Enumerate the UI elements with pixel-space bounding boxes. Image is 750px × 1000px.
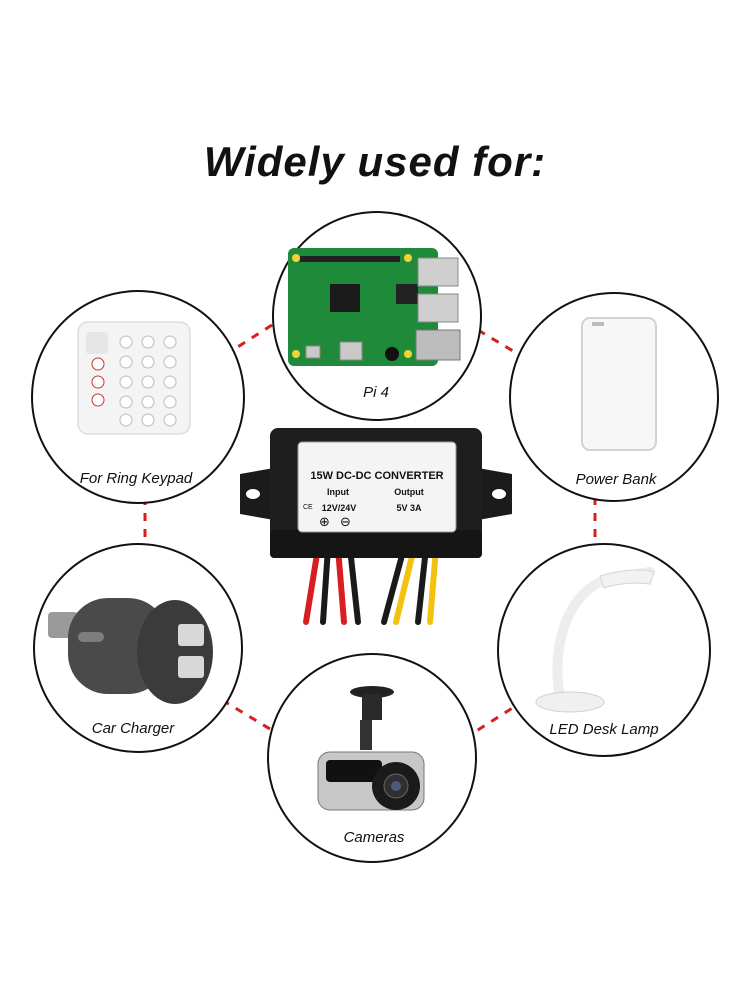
dash-camera-icon — [317, 686, 425, 811]
keypad-icon — [77, 321, 191, 435]
converter-input-value: 12V/24V — [321, 503, 357, 513]
headline: Widely used for: — [203, 138, 547, 185]
power-bank-icon — [581, 317, 657, 451]
caption-power-bank: Power Bank — [575, 471, 657, 488]
caption-car-charger: Car Charger — [91, 720, 175, 737]
minus-terminal-icon: ⊖ — [340, 514, 351, 529]
converter-body — [240, 428, 512, 558]
converter-title: 15W DC-DC CONVERTER — [310, 470, 444, 482]
caption-ring-keypad: For Ring Keypad — [79, 470, 193, 487]
caption-pi4: Pi 4 — [363, 384, 389, 401]
converter-output-value: 5V 3A — [396, 503, 422, 513]
raspberry-pi-board-icon — [288, 248, 461, 366]
converter-output-label: Output — [394, 487, 424, 497]
converter-wires — [303, 545, 439, 625]
caption-cameras: Cameras — [343, 829, 405, 846]
caption-led-desk-lamp: LED Desk Lamp — [549, 721, 659, 738]
converter-input-label: Input — [327, 487, 349, 497]
desk-lamp-icon — [535, 567, 655, 713]
converter-ce-mark: CE — [303, 504, 313, 511]
plus-terminal-icon: ⊕ — [319, 514, 330, 529]
car-charger-icon — [48, 598, 213, 704]
